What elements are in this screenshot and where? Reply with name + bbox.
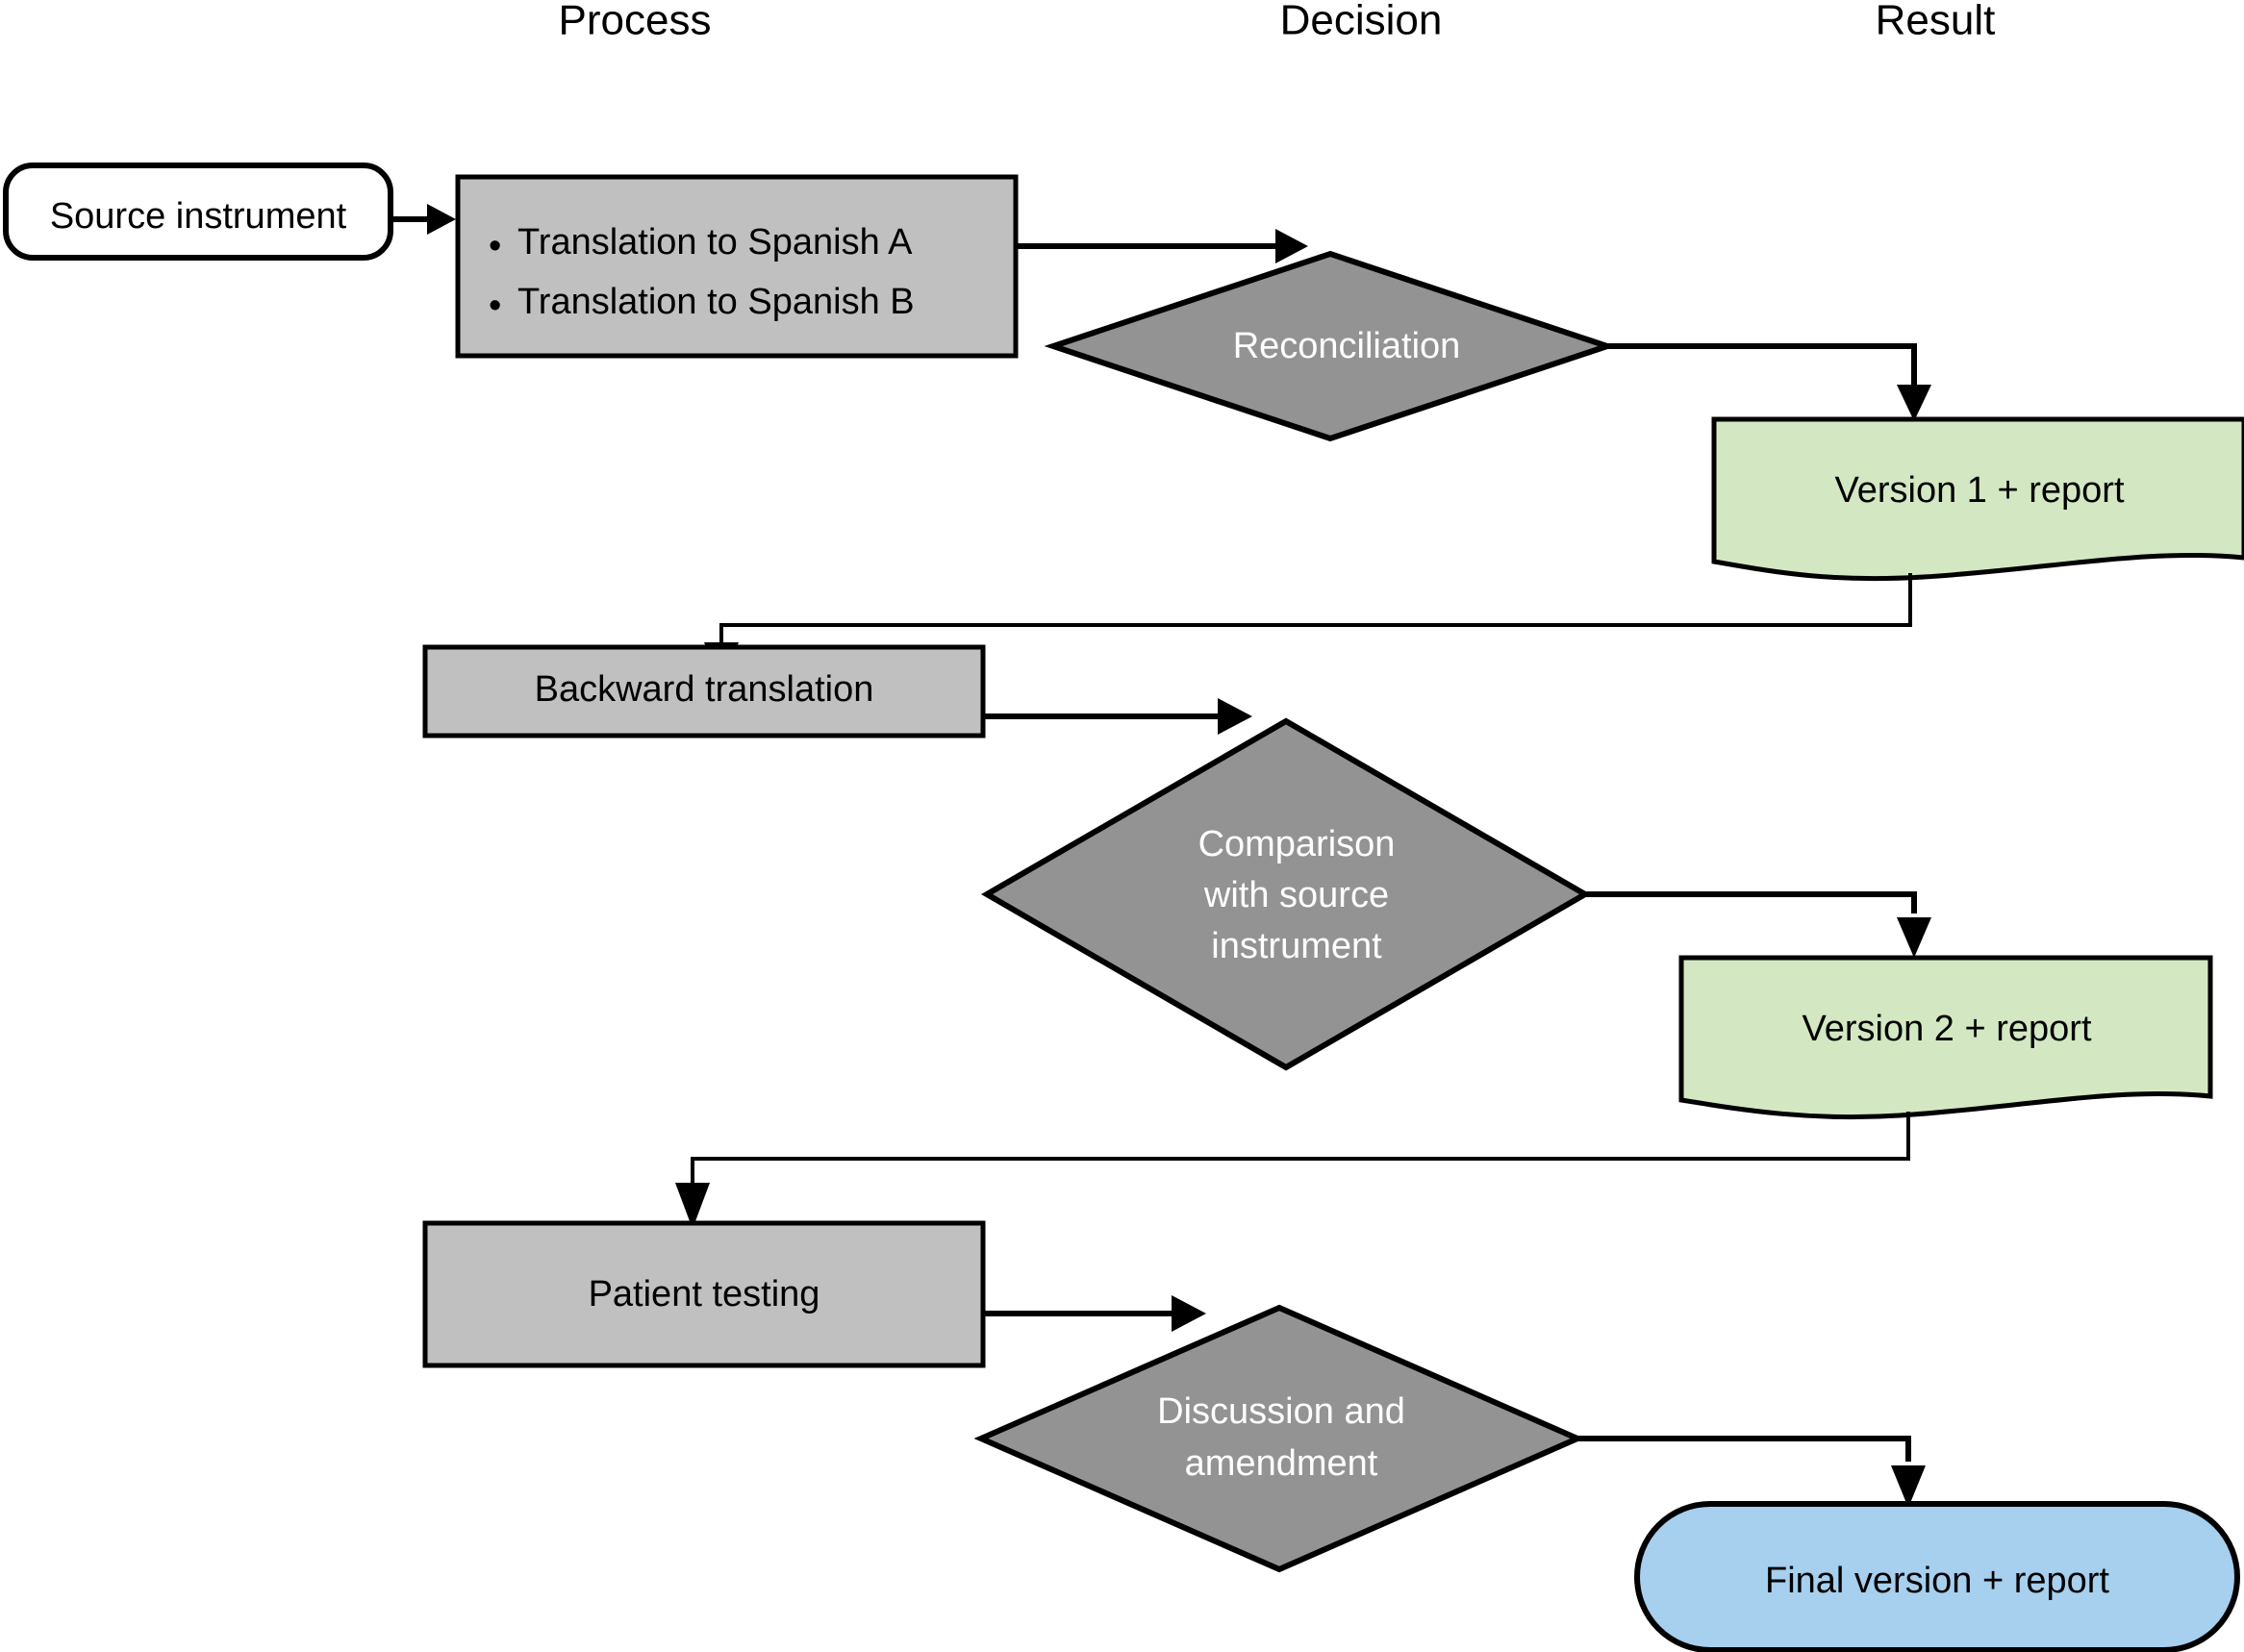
node-discussion-line-1: Discussion and — [1157, 1391, 1405, 1432]
node-source-instrument-label: Source instrument — [50, 196, 347, 237]
column-header-decision: Decision — [1280, 0, 1443, 44]
arrowhead-patient-to-discussion — [1172, 1295, 1206, 1332]
node-discussion[interactable] — [973, 1304, 1585, 1573]
connector-version2-to-patient — [691, 1112, 1910, 1192]
column-header-result: Result — [1876, 0, 1996, 44]
arrowhead-version2-to-patient — [675, 1183, 710, 1229]
node-translation-bullet-2: Translation to Spanish B — [517, 282, 915, 322]
node-source-instrument[interactable] — [3, 163, 393, 261]
node-comparison[interactable] — [981, 717, 1591, 1071]
node-comparison-line-2: with source — [1203, 875, 1389, 915]
node-translation-box[interactable] — [455, 174, 1019, 359]
arrowhead-reconciliation-to-version1 — [1897, 385, 1931, 421]
connector-version1-to-backward — [719, 573, 1912, 654]
bullet-icon-translation-b: • — [489, 286, 501, 326]
node-comparison-line-1: Comparison — [1198, 824, 1396, 864]
node-comparison-line-3: instrument — [1211, 926, 1382, 966]
bullet-icon-translation-a: • — [489, 226, 501, 266]
node-version-2-label: Version 2 + report — [1802, 1009, 2091, 1049]
node-final-version[interactable] — [1634, 1501, 2240, 1652]
node-translation-bullet-1: Translation to Spanish A — [517, 222, 913, 263]
node-version-1-label: Version 1 + report — [1834, 470, 2124, 511]
node-patient-testing-label: Patient testing — [589, 1274, 820, 1314]
node-reconciliation[interactable] — [1044, 250, 1617, 442]
connector-comparison-to-version2 — [1585, 891, 1917, 914]
node-patient-testing[interactable] — [422, 1220, 986, 1368]
connector-reconciliation-to-version1 — [1607, 343, 1917, 394]
node-version-1[interactable] — [1711, 416, 2244, 582]
column-header-process: Process — [559, 0, 712, 44]
arrowhead-comparison-to-version2 — [1897, 917, 1931, 958]
node-final-version-label: Final version + report — [1765, 1561, 2109, 1601]
node-backward-translation[interactable] — [422, 644, 986, 738]
arrowhead-backward-to-comparison — [1218, 698, 1252, 735]
node-backward-translation-label: Backward translation — [535, 669, 874, 710]
arrowhead-source-to-translation — [427, 204, 456, 235]
node-reconciliation-label: Reconciliation — [1233, 326, 1461, 366]
arrowhead-translation-to-reconciliation — [1275, 229, 1308, 263]
node-discussion-line-2: amendment — [1185, 1443, 1378, 1484]
node-version-2[interactable] — [1678, 955, 2213, 1120]
arrowhead-discussion-to-final — [1891, 1465, 1926, 1508]
connector-discussion-to-final — [1577, 1436, 1911, 1462]
